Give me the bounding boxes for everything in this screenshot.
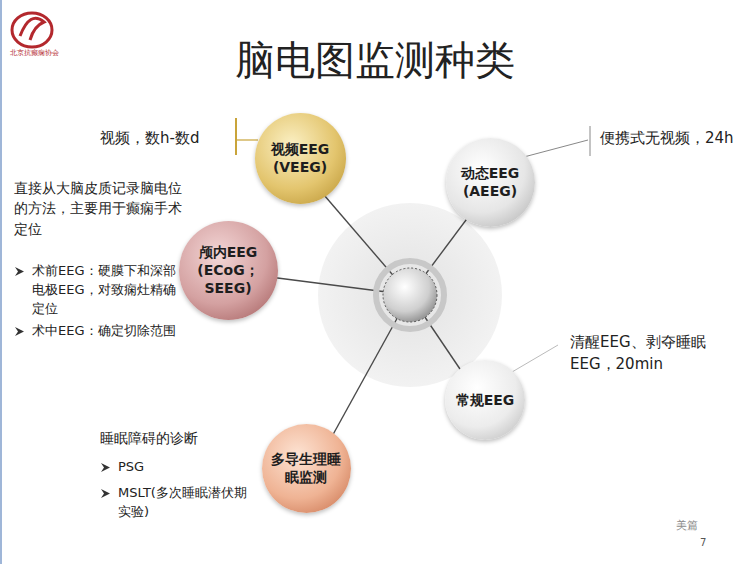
circle-label: 颅内EEG (ECoG；SEEG): [193, 243, 263, 298]
topic-circle: 颅内EEG (ECoG；SEEG): [179, 221, 278, 320]
logo-text: 北京抗癫痫协会: [10, 48, 70, 58]
bullet-marker: [100, 462, 111, 473]
annotation: 视频，数h-数d: [100, 128, 240, 150]
bullet-item: 术前EEG：硬膜下和深部电极EEG，对致痫灶精确定位: [14, 262, 182, 319]
page-number: 7: [700, 536, 720, 551]
circle-label: 动态EEG (AEEG): [455, 164, 525, 200]
topic-circle: 多导生理睡眠监测: [262, 424, 351, 513]
leader-bracket: [590, 126, 591, 156]
hub-halo: [318, 203, 502, 387]
spokes: [262, 188, 472, 440]
annotation: 便携式无视频，24h: [600, 128, 740, 150]
topic-circle: 常规EEG: [445, 360, 525, 440]
hub-sphere: [383, 268, 437, 322]
bullet-item: PSG: [100, 458, 220, 477]
logo-emblem: [12, 13, 52, 47]
bullet-item: MSLT(多次睡眠潜伏期实验): [100, 484, 252, 522]
annotation: 清醒EEG、剥夺睡眠EEG，20min: [570, 332, 740, 376]
bullet-marker: [100, 488, 111, 499]
leader-line: [520, 140, 588, 158]
topic-circle: 动态EEG (AEEG): [446, 138, 535, 227]
title: 脑电图监测种类: [0, 36, 750, 84]
circle-label: 常规EEG: [456, 391, 515, 409]
leader-line: [236, 139, 258, 140]
bullet-item: 术中EEG：确定切除范围: [14, 322, 182, 341]
circle-label: 多导生理睡眠监测: [271, 450, 341, 486]
description: 睡眠障碍的诊断: [100, 428, 260, 448]
leader-line: [512, 345, 558, 372]
bullet-marker: [14, 326, 25, 337]
leader-bracket: [235, 118, 237, 155]
hub-ring: [376, 261, 444, 329]
topic-circle: 视频EEG (VEEG): [255, 113, 346, 204]
circle-label: 视频EEG (VEEG): [264, 140, 336, 176]
bullet-marker: [14, 266, 25, 277]
watermark: 美篇: [676, 518, 716, 534]
edge-bar: [0, 0, 2, 564]
description: 直接从大脑皮质记录脑电位的方法，主要用于癫痫手术定位: [14, 178, 182, 239]
